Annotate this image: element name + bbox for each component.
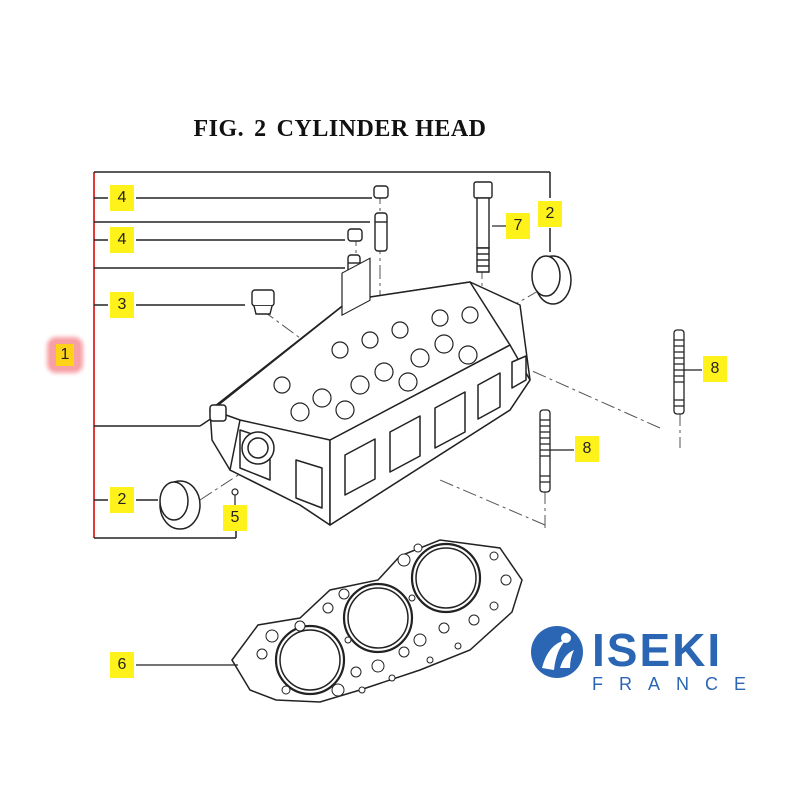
callout-part-4-upper: 4	[110, 185, 134, 211]
callout-part-2-top: 2	[538, 201, 562, 227]
part5-dowel-pin	[231, 488, 239, 496]
brand-subtitle: FRANCE	[592, 674, 763, 694]
brand-name: ISEKI	[592, 624, 723, 676]
callout-part-3: 3	[110, 292, 134, 318]
part2-expansion-plug-left	[159, 480, 201, 530]
callout-part-2-left: 2	[110, 487, 134, 513]
figure-title: FIG. 2 CYLINDER HEAD	[0, 116, 690, 143]
callout-part-4-lower: 4	[110, 227, 134, 253]
part3-plug	[251, 289, 275, 315]
part2-expansion-plug-top	[531, 255, 572, 305]
part8-stud-right	[673, 329, 685, 415]
figure-title-name: CYLINDER HEAD	[276, 116, 487, 142]
callout-part-8-mid: 8	[575, 436, 599, 462]
callout-part-5: 5	[223, 505, 247, 531]
part8-stud-mid	[539, 409, 551, 493]
figure-title-fig: FIG.	[193, 116, 245, 142]
callout-part-6: 6	[110, 652, 134, 678]
cylinder-head-block	[209, 257, 531, 526]
part7-head-bolt	[473, 181, 493, 273]
callout-part-8-right: 8	[703, 356, 727, 382]
callout-part-7: 7	[506, 213, 530, 239]
part1-bracket	[93, 171, 551, 539]
callout-part-1: 1	[50, 340, 80, 370]
part6-head-gasket	[231, 539, 523, 703]
figure-title-number: 2	[254, 116, 267, 142]
brand-logo: ISEKI FRANCE	[528, 626, 778, 696]
iseki-logo-icon	[531, 626, 583, 678]
